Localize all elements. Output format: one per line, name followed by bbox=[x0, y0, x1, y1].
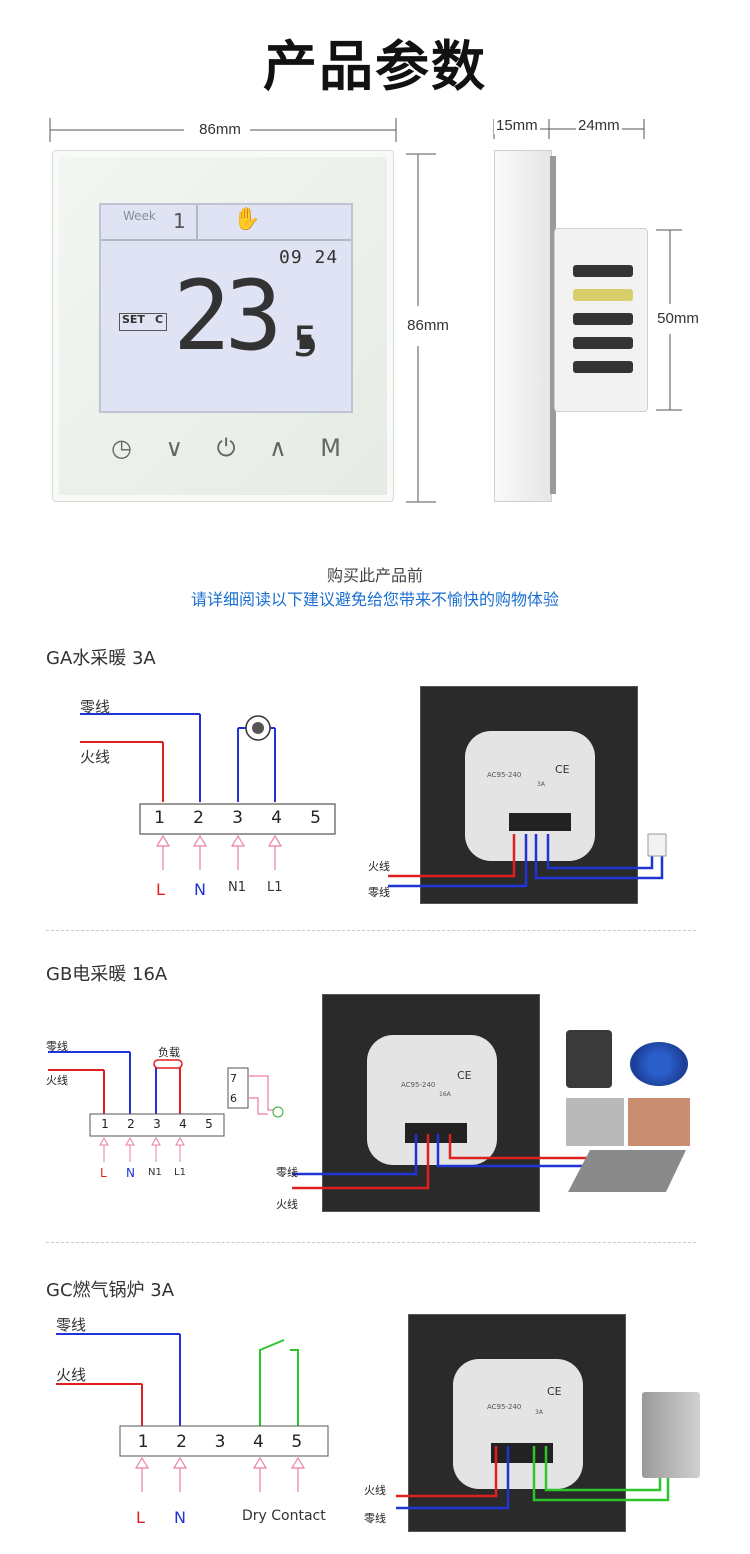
gb-label-n1: N1 bbox=[148, 1167, 162, 1178]
front-height-label: 86mm bbox=[407, 317, 449, 334]
terminal-3: 3 bbox=[232, 808, 243, 828]
gb-photo-live-label: 火线 bbox=[276, 1198, 298, 1211]
notice-line-2: 请详细阅读以下建议避免给您带来不愉快的购物体验 bbox=[190, 590, 559, 609]
gb-label-l1: L1 bbox=[174, 1167, 186, 1178]
ga-live-label: 火线 bbox=[80, 748, 111, 766]
gb-neutral-label: 零线 bbox=[46, 1040, 68, 1053]
gc-neutral-label: 零线 bbox=[56, 1316, 87, 1334]
front-height-dimension bbox=[406, 153, 436, 503]
terminal-4: 4 bbox=[271, 808, 282, 828]
sensor-terminal-7: 7 bbox=[230, 1072, 237, 1085]
side-back-housing bbox=[554, 228, 648, 412]
ga-label-l: L bbox=[156, 880, 165, 899]
valve-actuator-icon bbox=[647, 833, 667, 857]
lcd-temperature-decimal: 5 bbox=[293, 317, 319, 366]
gc-label-n: N bbox=[174, 1508, 186, 1527]
gc-photo-neutral-label: 零线 bbox=[364, 1512, 386, 1525]
up-button[interactable]: ∧ bbox=[269, 434, 287, 462]
front-width-dimension bbox=[49, 118, 397, 142]
section-title-ga: GA水采暖 3A bbox=[46, 648, 156, 669]
gb-label-l: L bbox=[100, 1166, 107, 1180]
gc-live-label: 火线 bbox=[56, 1366, 87, 1384]
power-icon[interactable]: ⏻ bbox=[216, 434, 236, 462]
gc-label-l: L bbox=[136, 1508, 145, 1527]
gas-boiler-icon bbox=[642, 1392, 700, 1478]
gb-terminal-numbers: 1 2 3 4 5 bbox=[92, 1117, 222, 1131]
terminal-5: 5 bbox=[205, 1117, 213, 1131]
gb-back-model: AC95-240 bbox=[401, 1081, 436, 1089]
wiring-diagram-gb bbox=[48, 1051, 284, 1162]
front-width-label: 86mm bbox=[199, 121, 241, 138]
side-back-depth-label: 24mm bbox=[576, 117, 622, 134]
heating-floor-icon bbox=[568, 1150, 686, 1192]
gc-back-model: AC95-240 bbox=[487, 1403, 522, 1411]
heating-film-roll-icon bbox=[566, 1030, 612, 1088]
section-divider bbox=[46, 930, 696, 931]
gc-back-rating: 3A bbox=[535, 1409, 543, 1416]
ga-back-rating: 3A bbox=[537, 781, 545, 788]
terminal-3: 3 bbox=[153, 1117, 161, 1131]
terminal-4: 4 bbox=[252, 1432, 264, 1452]
gb-photo-neutral-label: 零线 bbox=[276, 1166, 298, 1179]
floor-install-photo bbox=[628, 1098, 690, 1146]
notice-line-1: 购买此产品前 bbox=[326, 566, 423, 585]
terminal-5: 5 bbox=[310, 808, 321, 828]
lcd-time: 09 24 bbox=[279, 247, 339, 268]
wiring-diagram-gc bbox=[56, 1333, 329, 1492]
mode-button[interactable]: M bbox=[320, 434, 341, 462]
section-divider bbox=[46, 1242, 696, 1243]
lcd-week-value: 1 bbox=[173, 209, 186, 233]
terminal-5: 5 bbox=[291, 1432, 303, 1452]
gb-backplate-photo: AC95-240 16A CE bbox=[322, 994, 540, 1212]
heating-cable-icon bbox=[630, 1042, 688, 1086]
thermostat-front-panel: Week 1 ✋ 09 24 SET C 23. 5 ◷ ∨ ⏻ ∧ M bbox=[52, 150, 394, 502]
terminal-2: 2 bbox=[176, 1432, 187, 1452]
gb-load-label: 负载 bbox=[158, 1046, 180, 1059]
gc-photo-live-label: 火线 bbox=[364, 1484, 386, 1497]
ga-label-n1: N1 bbox=[228, 880, 246, 895]
terminal-1: 1 bbox=[154, 808, 165, 828]
page-title: 产品参数 bbox=[263, 35, 487, 98]
ga-neutral-label: 零线 bbox=[80, 698, 111, 716]
gc-terminal-numbers: 1 2 3 4 5 bbox=[124, 1432, 316, 1452]
lcd-screen: Week 1 ✋ 09 24 SET C 23. 5 bbox=[99, 203, 353, 413]
ga-terminal-numbers: 1 2 3 4 5 bbox=[140, 808, 335, 828]
wiring-diagram-ga bbox=[80, 713, 336, 870]
section-title-gc: GC燃气锅炉 3A bbox=[46, 1280, 175, 1301]
ga-photo-live-label: 火线 bbox=[368, 860, 390, 873]
ga-photo-neutral-label: 零线 bbox=[368, 886, 390, 899]
ga-back-model: AC95-240 bbox=[487, 771, 522, 779]
ga-label-n: N bbox=[194, 880, 206, 899]
terminal-4: 4 bbox=[179, 1117, 187, 1131]
gc-label-dry-contact: Dry Contact bbox=[242, 1508, 326, 1524]
ga-label-l1: L1 bbox=[267, 880, 283, 895]
lcd-temperature: 23. bbox=[173, 260, 334, 372]
heating-mat-photo bbox=[566, 1098, 624, 1146]
side-front-depth-label: 15mm bbox=[494, 117, 540, 134]
lcd-week-label: Week bbox=[123, 209, 156, 223]
gb-back-rating: 16A bbox=[439, 1091, 451, 1098]
side-height-dimension bbox=[656, 229, 682, 411]
sensor-terminal-6: 6 bbox=[230, 1092, 237, 1105]
lcd-set-label: SET bbox=[122, 313, 145, 326]
manual-hand-icon: ✋ bbox=[233, 207, 261, 232]
terminal-1: 1 bbox=[137, 1432, 149, 1452]
thermostat-side-panel bbox=[494, 150, 552, 502]
gb-label-n: N bbox=[126, 1166, 135, 1180]
terminal-2: 2 bbox=[127, 1117, 135, 1131]
lcd-unit: C bbox=[155, 313, 164, 326]
side-height-label: 50mm bbox=[657, 310, 699, 327]
terminal-1: 1 bbox=[101, 1117, 109, 1131]
clock-icon[interactable]: ◷ bbox=[111, 434, 132, 462]
section-title-gb: GB电采暖 16A bbox=[46, 964, 168, 985]
gb-live-label: 火线 bbox=[46, 1074, 68, 1087]
down-button[interactable]: ∨ bbox=[165, 434, 184, 462]
touch-button-row: ◷ ∨ ⏻ ∧ M bbox=[111, 431, 341, 465]
terminal-3: 3 bbox=[214, 1432, 226, 1452]
terminal-2: 2 bbox=[193, 808, 204, 828]
